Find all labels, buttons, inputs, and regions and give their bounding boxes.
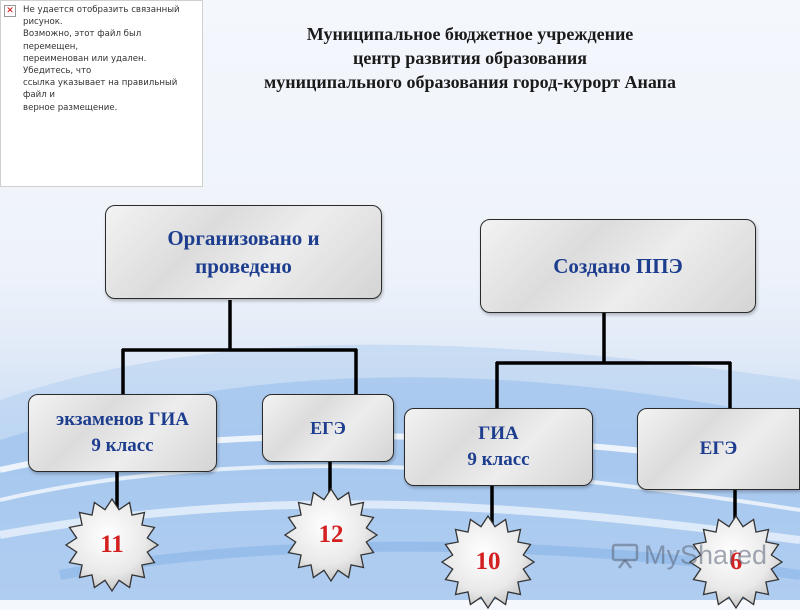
child-box-ppe-gia-label: ГИА 9 класс	[467, 423, 530, 470]
child-box-exams-gia-label: экзаменов ГИА 9 класс	[56, 409, 189, 456]
count-exams-ege: 12	[318, 521, 344, 548]
starburst-icon	[64, 497, 160, 593]
root-box-ppe-label: Создано ППЭ	[553, 253, 683, 278]
broken-image-placeholder: ✕ Не удается отобразить связанный рисуно…	[0, 0, 203, 187]
starburst-icon	[283, 487, 379, 583]
presentation-icon	[611, 543, 639, 569]
title-line-2: центр развития образования	[353, 48, 587, 68]
watermark-text: MyShared	[644, 539, 768, 570]
child-box-ppe-gia: ГИА 9 класс	[404, 408, 593, 486]
count-ppe-ege: 6	[729, 548, 743, 575]
count-star-ppe-gia: 10	[440, 514, 536, 610]
count-exams-gia: 11	[100, 531, 124, 558]
root-box-organized: Организовано и проведено	[105, 205, 382, 299]
count-star-exams-gia: 11	[64, 497, 160, 593]
child-box-exams-gia: экзаменов ГИА 9 класс	[28, 394, 217, 472]
child-box-ppe-ege-label: ЕГЭ	[699, 438, 738, 459]
page-title: Муниципальное бюджетное учреждение центр…	[210, 22, 730, 94]
broken-image-message: Не удается отобразить связанный рисунок.…	[23, 5, 180, 113]
broken-image-icon: ✕	[4, 5, 16, 17]
count-star-exams-ege: 12	[283, 487, 379, 583]
root-box-ppe: Создано ППЭ	[480, 219, 756, 313]
title-line-3: муниципального образования город-курорт …	[264, 72, 676, 92]
count-ppe-gia: 10	[475, 548, 501, 575]
root-box-organized-label: Организовано и проведено	[167, 226, 320, 278]
child-box-ppe-ege: ЕГЭ	[637, 408, 800, 490]
watermark: MyShared	[610, 537, 767, 573]
title-line-1: Муниципальное бюджетное учреждение	[306, 24, 634, 44]
child-box-exams-ege: ЕГЭ	[262, 394, 394, 462]
child-box-exams-ege-label: ЕГЭ	[310, 417, 346, 438]
